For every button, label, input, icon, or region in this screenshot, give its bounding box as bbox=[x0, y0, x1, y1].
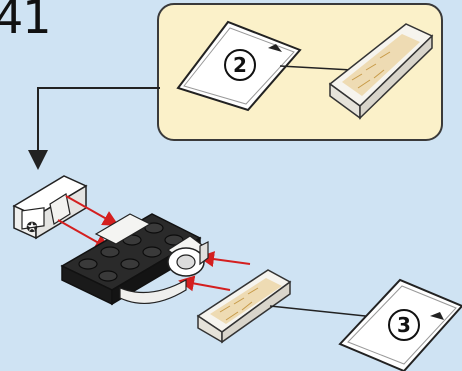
bracket-emblem-icon: ✪ bbox=[26, 220, 38, 236]
inset-quantity-label: 3 bbox=[397, 313, 411, 337]
guide-arrow bbox=[38, 88, 160, 160]
callout-quantity-label: 2 bbox=[233, 53, 247, 77]
inset-sticker-sheet: 3 bbox=[340, 280, 462, 371]
